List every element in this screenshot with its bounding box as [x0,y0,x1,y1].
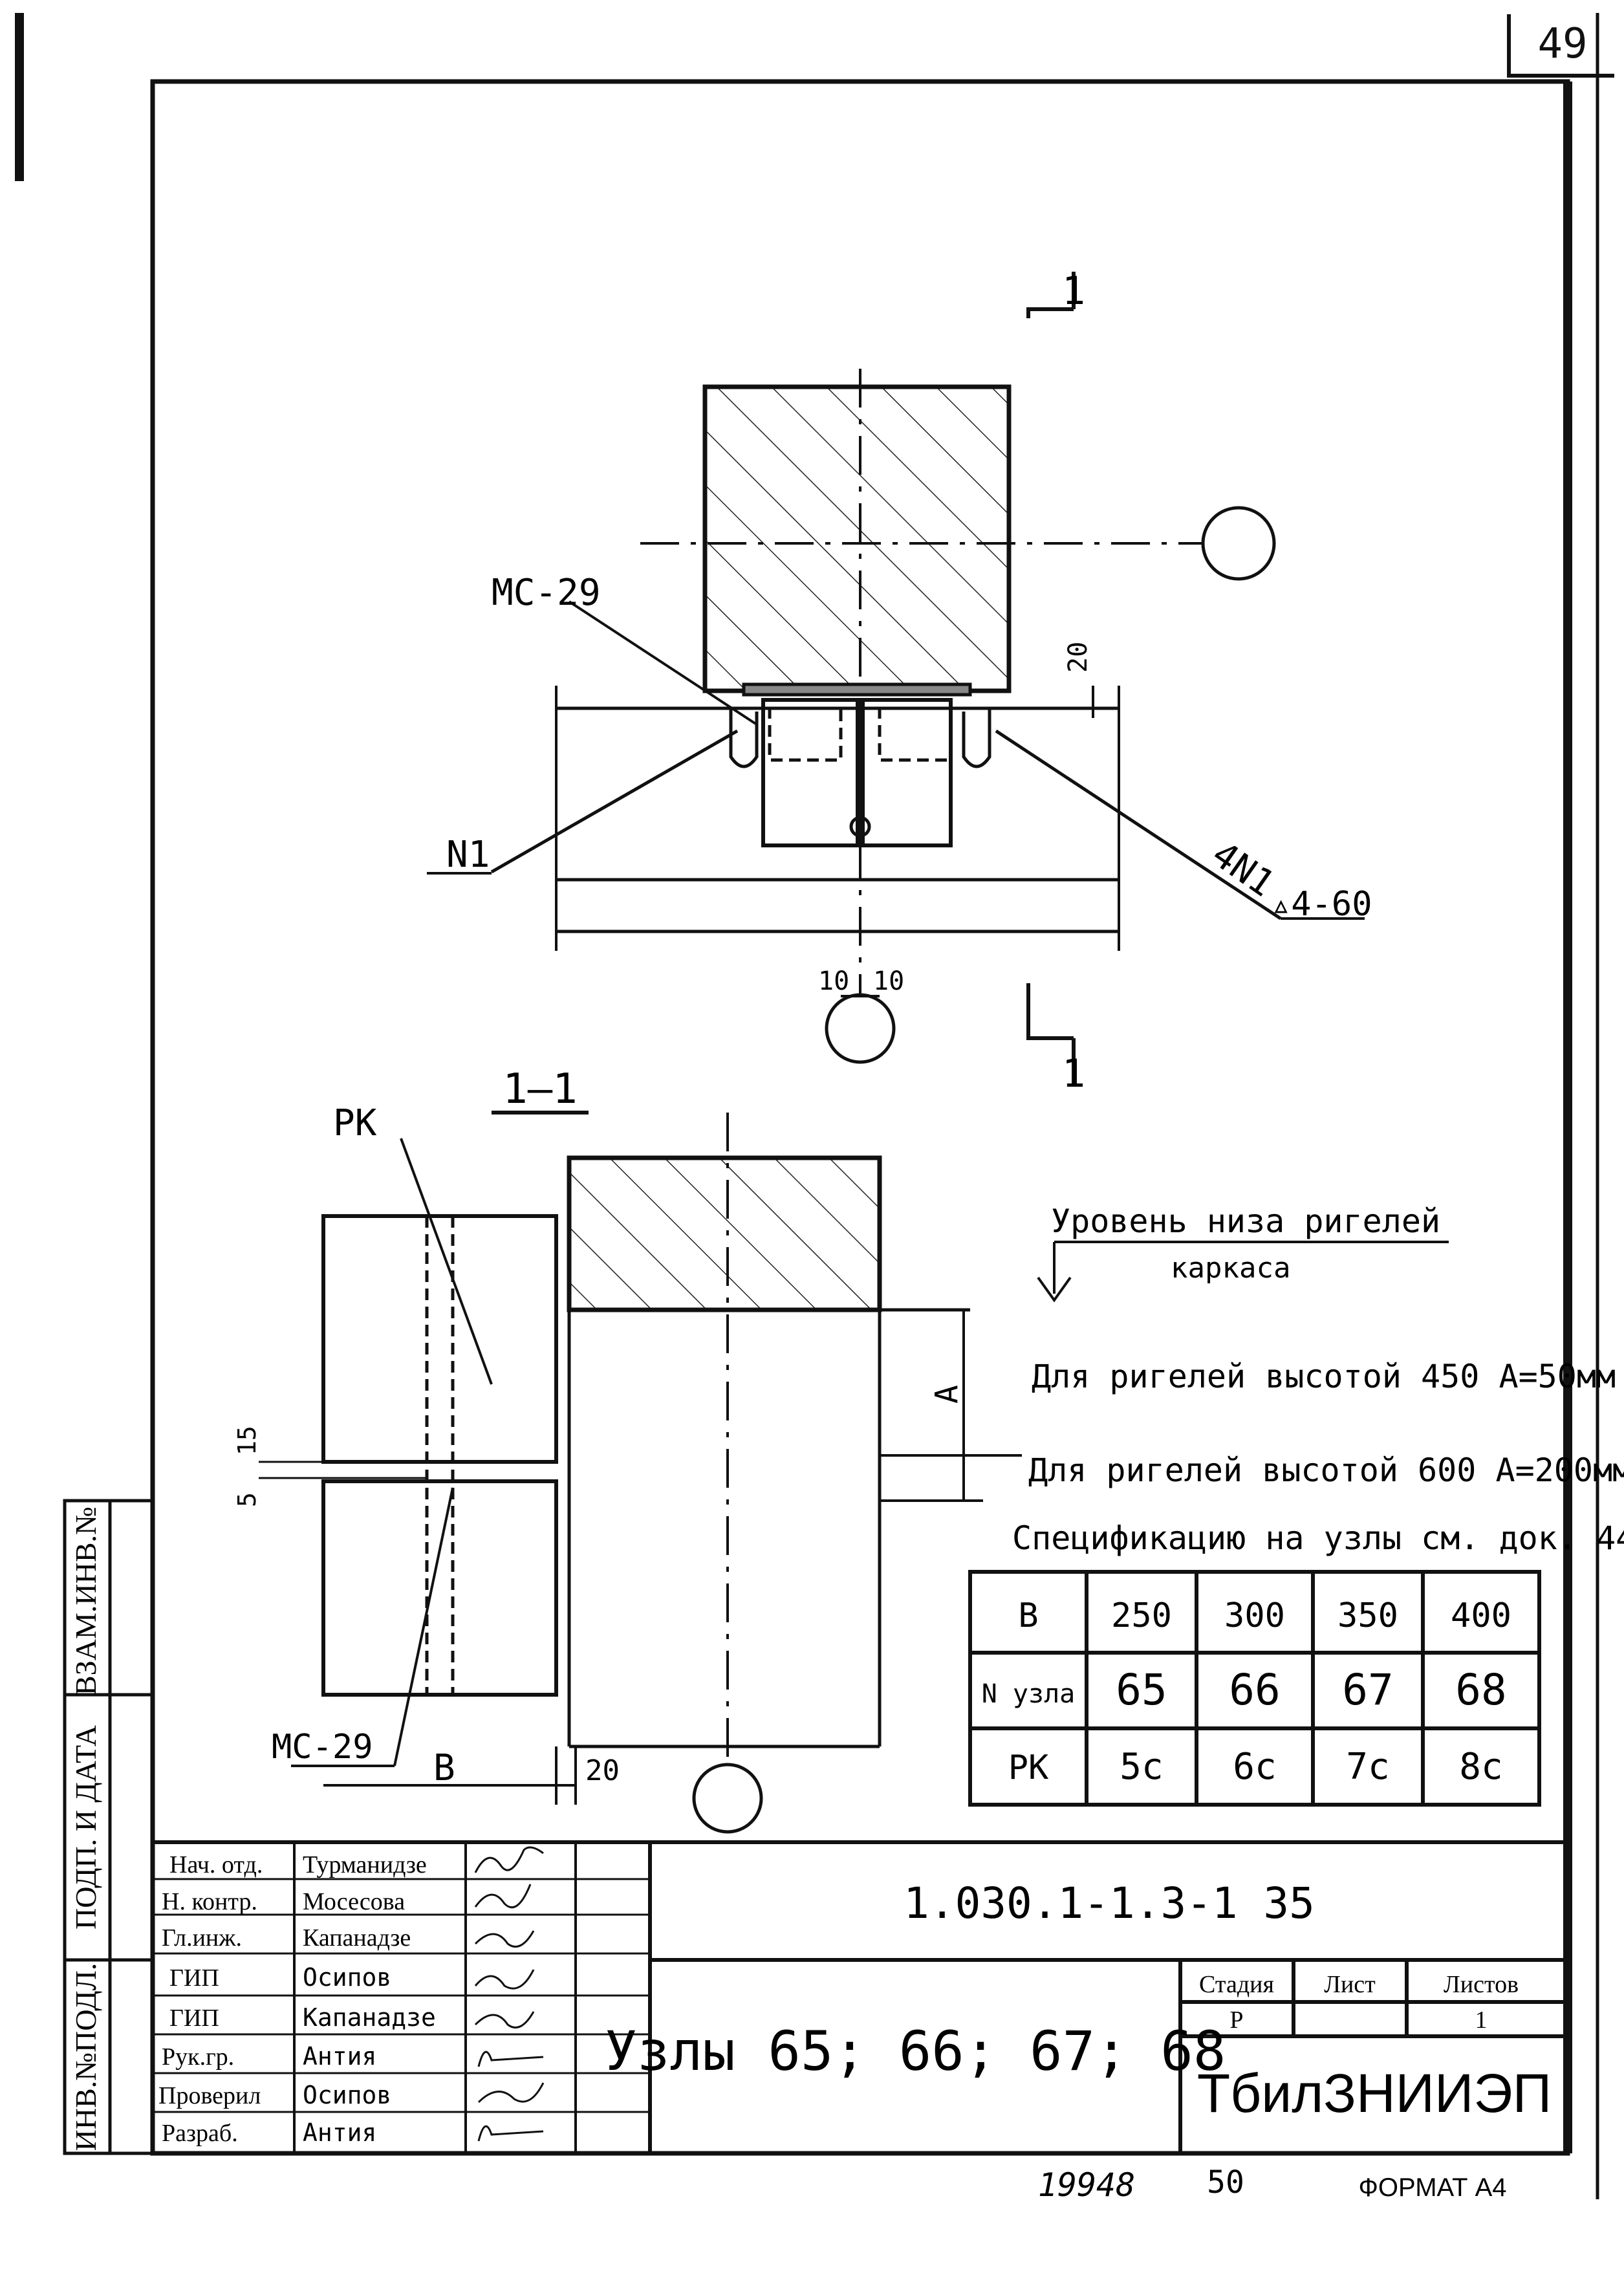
section-mark-bottom: 1 [1062,1051,1085,1096]
axis-bubble-bottom [825,993,896,1064]
label-mc29-top: МС-29 [492,572,601,614]
role-name: Антия [303,2118,376,2147]
role-name: Осипов [303,1963,391,1992]
axis-bubble-section [692,1763,763,1834]
sheets-label: Листов [1444,1971,1519,1998]
table-cell: 68 [1455,1665,1506,1715]
table-cell: 67 [1342,1665,1393,1715]
dim-20-top: 20 [1063,642,1093,673]
role-label: ГИП [169,2005,219,2032]
stage-value: Р [1229,2007,1243,2034]
title-block-roles: Нач. отд. Турманидзе Н. контр. Мосесова … [158,1851,436,2147]
table-row-head: N узла [982,1679,1076,1709]
role-label: Гл.инж. [162,1924,242,1952]
table-cell: 7с [1346,1746,1389,1788]
table-cell: 65 [1116,1665,1167,1715]
doc-code: 1.030.1-1.3-1 35 [904,1878,1315,1928]
dim-20-bottom: 20 [585,1754,620,1787]
role-label: Н. контр. [162,1888,257,1915]
role-name: Турманидзе [303,1851,427,1878]
side-stamp-cell-3: ИНВ.№ПОДЛ. [69,1963,102,2151]
dim-a: А [929,1385,965,1404]
table-cell: 5с [1120,1746,1163,1788]
dim-10-left: 10 [818,966,849,996]
section-title: 1—1 [503,1065,578,1113]
column-block-top [702,384,1012,693]
table-cell: 66 [1229,1665,1280,1715]
side-stamp-cell-2: ПОДП. И ДАТА [69,1725,102,1930]
format-label: ФОРМАТ А4 [1358,2173,1506,2202]
sheet-label: Лист [1324,1971,1376,1998]
note-450: Для ригелей высотой 450 А=50мм [1032,1358,1616,1395]
spec-table [968,1570,1541,1807]
side-stamp [63,1499,155,2155]
page-counter: 50 [1207,2164,1244,2201]
label-mc29-bottom: МС-29 [272,1728,373,1767]
section-mark-top: 1 [1062,268,1085,314]
dim-b: В [433,1747,455,1789]
sheets-value: 1 [1475,2007,1488,2034]
table-cell: 350 [1337,1596,1398,1635]
label-pk: РК [333,1102,377,1144]
role-name: Антия [303,2042,376,2071]
table-row-head: РК [1008,1748,1049,1787]
level-line-1: Уровень низа ригелей [1051,1202,1440,1240]
title-block [151,1840,1570,2155]
label-weld: ▵4-60 [1271,885,1372,924]
axis-bubble-right [1201,506,1276,581]
table-cell: 250 [1111,1596,1172,1635]
table-cell: 6с [1233,1746,1276,1788]
sheet-title: Узлы 65; 66; 67; 68 [605,2019,1226,2083]
spec-table-text: В 250 300 350 400 N узла 65 66 67 68 РК … [982,1596,1511,1788]
role-name: Осипов [303,2081,391,2109]
stage-label: Стадия [1199,1971,1274,1998]
dim-15: 15 [233,1426,261,1455]
side-stamp-cell-1: ВЗАМ.ИНВ.№ [69,1506,102,1695]
level-line-2: каркаса [1171,1252,1290,1285]
role-label: Разраб. [162,2120,238,2147]
role-label: ГИП [169,1964,219,1992]
role-name: Капанадзе [303,1924,411,1952]
role-label: Рук.гр. [162,2043,234,2071]
role-name: Капанадзе [303,2003,436,2032]
table-row-head: В [1018,1596,1038,1635]
top-detail [427,272,1365,1087]
label-n1-left: N1 [446,834,490,876]
beam-block-section [567,1155,882,1312]
section-1-1-detail [259,1111,1449,1834]
role-label: Нач. отд. [169,1851,263,1878]
role-label: Проверил [158,2082,261,2109]
table-cell: 400 [1451,1596,1511,1635]
role-name: Мосесова [303,1888,405,1915]
dim-5: 5 [233,1492,261,1507]
table-cell: 300 [1224,1596,1285,1635]
page-number: 49 [1507,14,1614,78]
inventory-number: 19948 [1038,2166,1136,2204]
table-cell: 8с [1459,1746,1502,1788]
note-spec: Спецификацию на узлы см. док. 44 [1012,1519,1624,1557]
dim-10-right: 10 [873,966,904,996]
note-600: Для ригелей высотой 600 А=200мм [1028,1452,1624,1489]
organization: ТбилЗНИИЭП [1197,2063,1552,2124]
